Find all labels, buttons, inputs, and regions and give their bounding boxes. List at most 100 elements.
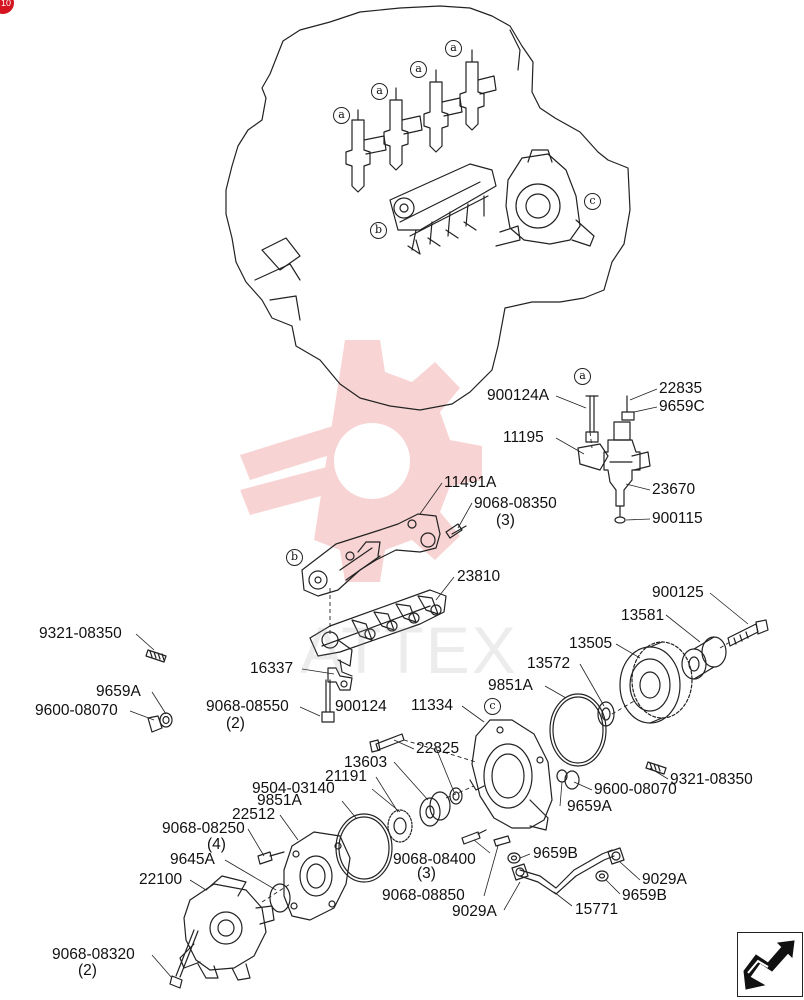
engine-injector-4 <box>459 49 497 131</box>
flip-arrow-icon <box>743 940 795 990</box>
part-label-9504-03140: 9504-03140 <box>252 780 335 797</box>
part-label-9659B-bot: 9659B <box>622 887 667 904</box>
part-label-23810: 23810 <box>457 568 501 585</box>
o-ring-9645A <box>269 883 291 913</box>
part-label-9068-08550: 9068-08550 <box>206 698 289 715</box>
o-ring-9851A-top <box>549 693 607 767</box>
engine-injector-2 <box>383 87 423 171</box>
plug-9321-08350-left <box>145 649 167 663</box>
part-label-900124: 900124 <box>335 698 387 715</box>
part-label-9600-08070-right: 9600-08070 <box>594 781 677 798</box>
part-qty-9068-08400: (3) <box>417 865 436 882</box>
part-qty-9068-08320: (2) <box>78 962 97 979</box>
fuel-pipe-15771 <box>519 849 615 895</box>
page-number-badge: 10 <box>0 0 14 14</box>
ref-circle-b: b <box>370 222 387 239</box>
engine-block-outline <box>225 5 631 411</box>
ref-circle-c: c <box>484 698 501 715</box>
plug-9321-08350-right <box>645 761 667 775</box>
flange-22512 <box>283 831 351 921</box>
part-label-9321-08350-right: 9321-08350 <box>670 771 753 788</box>
bolt-9068-08850 <box>493 835 511 847</box>
part-qty-9068-08250: (4) <box>207 836 226 853</box>
part-label-22100: 22100 <box>139 871 183 888</box>
flip-arrow-button[interactable] <box>737 932 803 997</box>
part-label-11195: 11195 <box>503 429 544 446</box>
pump-housing-11334 <box>469 719 553 831</box>
rail-bracket-11491A <box>301 513 441 597</box>
bolt-9068-08400 <box>461 829 487 845</box>
part-label-13581: 13581 <box>621 607 665 624</box>
part-label-13505: 13505 <box>569 635 613 652</box>
part-label-9029A-left: 9029A <box>452 903 497 920</box>
plug-9600-08070-left <box>147 712 173 733</box>
part-label-9321-08350-left: 9321-08350 <box>39 625 122 642</box>
part-label-900115: 900115 <box>652 510 703 527</box>
fuel-rail-23810 <box>309 589 447 677</box>
ref-circle-c: c <box>584 193 601 210</box>
injector-assembly-detail <box>577 395 651 524</box>
part-label-9068-08850: 9068-08850 <box>382 887 465 904</box>
drive-gear-13505 <box>619 641 693 724</box>
part-label-23670: 23670 <box>652 481 696 498</box>
part-label-900125: 900125 <box>652 584 704 601</box>
bolt-9068-08320 <box>169 929 199 989</box>
part-label-11334: 11334 <box>411 697 453 714</box>
eye-bolt-9029A-right <box>607 847 625 865</box>
part-label-9645A: 9645A <box>170 851 215 868</box>
part-label-9068-08250: 9068-08250 <box>162 820 245 837</box>
part-label-15771: 15771 <box>575 901 619 918</box>
leader-lines <box>129 388 749 979</box>
supply-pump-22100 <box>179 875 275 981</box>
engine-fuel-rail <box>389 163 497 255</box>
part-label-22835: 22835 <box>659 380 703 397</box>
bearing-13603 <box>419 791 451 827</box>
ref-circle-a: a <box>333 107 350 124</box>
watermark-text: ATTEX <box>300 613 518 687</box>
part-label-9659C: 9659C <box>659 398 705 415</box>
part-label-22512: 22512 <box>232 806 276 823</box>
part-label-13603: 13603 <box>344 754 388 771</box>
plug-9600-08070-right <box>556 769 580 790</box>
watermark-gear-logo <box>240 340 482 582</box>
part-label-9068-08350: 9068-08350 <box>474 495 557 512</box>
ref-circle-a: a <box>445 40 462 57</box>
spacer-22825 <box>449 787 463 805</box>
part-label-9659A-right: 9659A <box>567 798 612 815</box>
bolt-9068-08250 <box>257 851 285 865</box>
engine-injector-3 <box>423 69 463 153</box>
bearing-13581 <box>681 636 727 680</box>
ref-circle-a: a <box>574 368 591 385</box>
part-label-22825: 22825 <box>416 740 460 757</box>
eye-bolt-9029A-left <box>511 863 529 881</box>
ref-circle-a: a <box>371 83 388 100</box>
part-label-13572: 13572 <box>527 655 571 672</box>
ref-circle-a: a <box>410 61 427 78</box>
washer-9659B-bot <box>595 870 609 882</box>
part-label-9851A-mid: 9851A <box>257 792 302 809</box>
o-ring-9851A-mid <box>335 813 393 883</box>
assembly-center-lines <box>261 431 731 903</box>
bolt-900125 <box>727 619 769 647</box>
washer-9659B-top <box>507 852 521 864</box>
part-label-11491A: 11491A <box>444 474 497 491</box>
part-label-9851A-top: 9851A <box>488 677 533 694</box>
part-label-16337: 16337 <box>250 660 294 677</box>
part-qty-9068-08550: (2) <box>226 715 245 732</box>
part-label-9029A-right: 9029A <box>642 871 687 888</box>
part-label-9068-08320: 9068-08320 <box>52 946 135 963</box>
bolt-9068-08350 <box>445 523 467 539</box>
bracket-16337 <box>327 667 353 691</box>
bolt-9068-08550 <box>321 679 335 723</box>
part-label-21191: 21191 <box>325 768 367 785</box>
bolt-900124 <box>369 733 405 753</box>
part-label-900124A: 900124A <box>487 387 550 404</box>
part-label-9068-08400: 9068-08400 <box>393 851 476 868</box>
part-qty-9068-08350: (3) <box>496 512 515 529</box>
ref-circle-b: b <box>286 549 303 566</box>
engine-supply-pump <box>495 149 595 247</box>
part-label-9659B-top: 9659B <box>533 845 578 862</box>
small-gear-21191 <box>387 809 413 843</box>
